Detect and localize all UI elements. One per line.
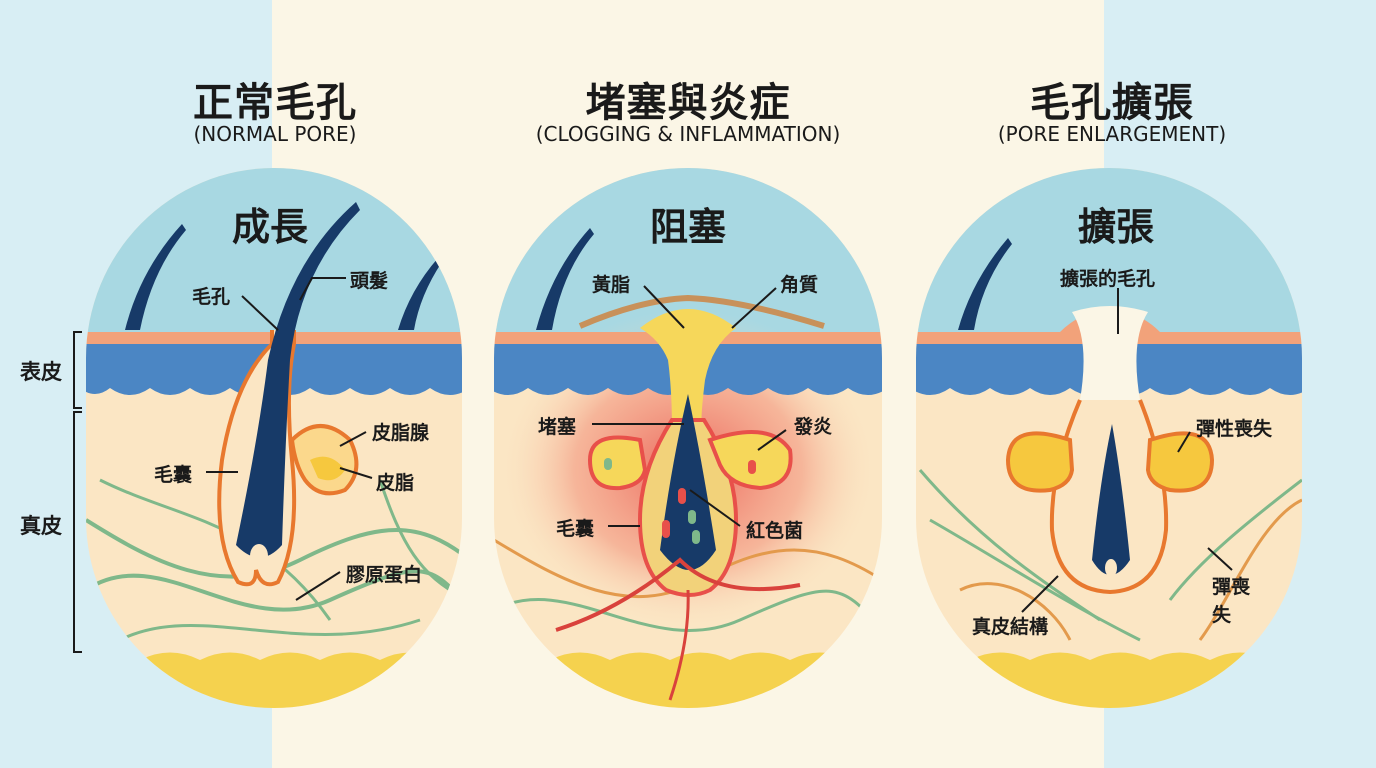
label-enlarged-pore: 擴張的毛孔	[1060, 268, 1156, 290]
oval-2-title: 阻塞	[649, 205, 726, 249]
panel-1-subtitle: (NORMAL PORE)	[193, 122, 357, 146]
label-epidermis: 表皮	[20, 360, 62, 384]
oval-1-title: 成長	[231, 205, 308, 249]
label-dermis: 真皮	[20, 514, 62, 538]
label-hair: 頭髮	[350, 270, 389, 292]
label-keratin: 角質	[780, 274, 819, 296]
panel-2-subtitle: (CLOGGING & INFLAMMATION)	[535, 122, 841, 146]
label-inflammation: 發炎	[794, 416, 833, 438]
label-bacteria: 紅色菌	[746, 520, 804, 542]
label-elasticity-loss-2b: 失	[1212, 604, 1232, 626]
oval-3-title: 擴張	[1077, 205, 1154, 249]
label-pore: 毛孔	[192, 286, 231, 308]
label-sebum: 皮脂	[376, 472, 415, 494]
label-yellow-sebum: 黃脂	[592, 274, 631, 296]
panel-3-subtitle: (PORE ENLARGEMENT)	[997, 122, 1227, 146]
panel-1-title: 正常毛孔	[193, 80, 357, 126]
label-clog: 堵塞	[538, 416, 577, 438]
label-follicle-2: 毛囊	[556, 518, 595, 540]
label-elasticity-loss: 彈性喪失	[1196, 418, 1273, 440]
panel-3-title: 毛孔擴張	[1030, 80, 1194, 126]
label-dermal-structure: 真皮結構	[972, 616, 1049, 638]
panel-2-title: 堵塞與炎症	[585, 80, 791, 126]
label-sebaceous-gland: 皮脂腺	[372, 422, 430, 444]
label-follicle: 毛囊	[154, 464, 193, 486]
label-collagen: 膠原蛋白	[346, 564, 423, 586]
label-elasticity-loss-2a: 彈喪	[1212, 576, 1251, 598]
